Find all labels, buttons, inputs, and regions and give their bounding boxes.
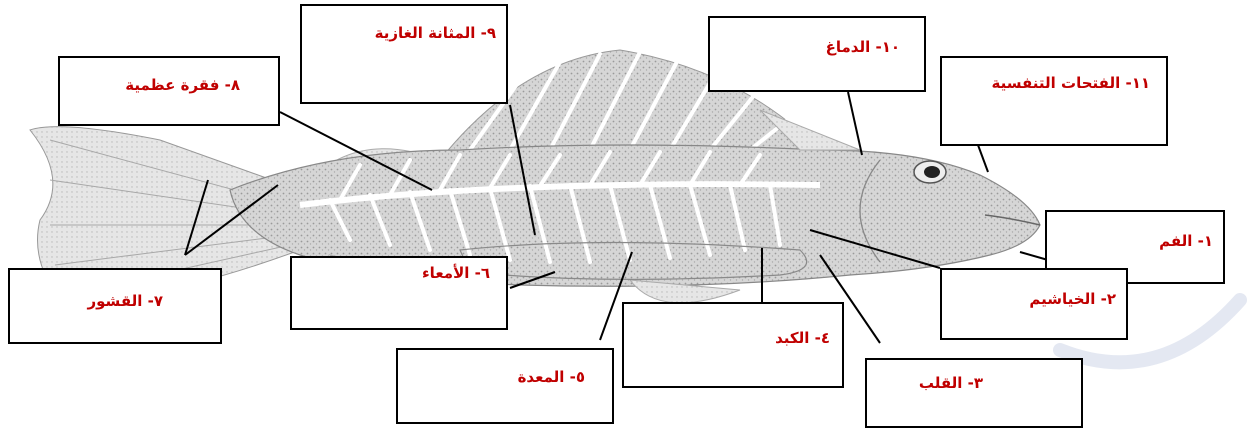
label-liver: ٤- الكبد [775, 329, 830, 347]
label-box-heart: ٣- القلب [865, 358, 1083, 428]
label-swim-bladder: ٩- المثانة الغازية [375, 24, 496, 42]
leader-mouth [1020, 252, 1048, 260]
label-vertebra: ٨- فقرة عظمية [125, 76, 240, 94]
label-box-stomach: ٥- المعدة [396, 348, 614, 424]
label-box-brain: ١٠- الدماغ [708, 16, 926, 92]
leader-nostrils [978, 145, 988, 172]
label-intestines: ٦- الأمعاء [422, 264, 490, 282]
label-box-swim-bladder: ٩- المثانة الغازية [300, 4, 508, 104]
label-box-intestines: ٦- الأمعاء [290, 256, 508, 330]
label-heart: ٣- القلب [919, 374, 983, 392]
eye-pupil [924, 166, 940, 178]
label-box-gills: ٢- الخياشيم [940, 268, 1128, 340]
label-box-scales: ٧- القشور [8, 268, 222, 344]
label-gills: ٢- الخياشيم [1029, 290, 1116, 308]
label-box-liver: ٤- الكبد [622, 302, 844, 388]
label-scales: ٧- القشور [88, 292, 163, 310]
label-brain: ١٠- الدماغ [826, 38, 900, 56]
label-nostrils: ١١- الفتحات التنفسية [992, 74, 1151, 92]
label-mouth: ١- الفم [1159, 232, 1213, 250]
label-box-nostrils: ١١- الفتحات التنفسية [940, 56, 1168, 146]
label-stomach: ٥- المعدة [518, 368, 585, 386]
label-box-vertebra: ٨- فقرة عظمية [58, 56, 280, 126]
